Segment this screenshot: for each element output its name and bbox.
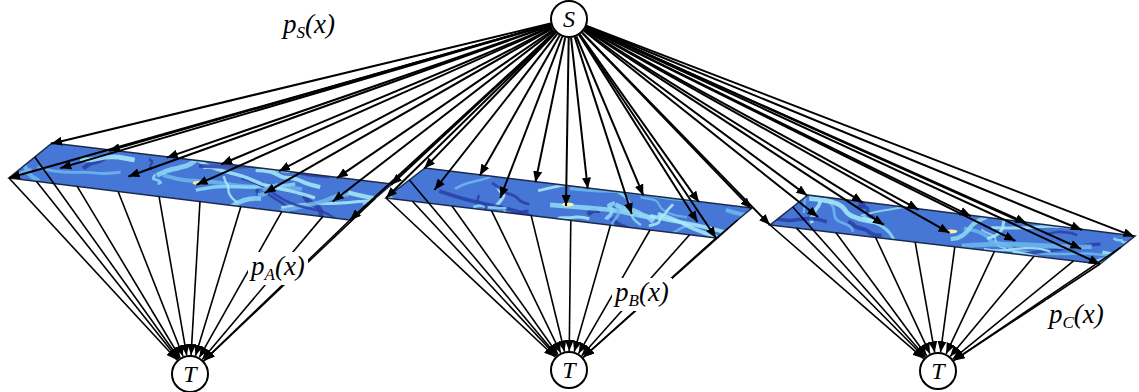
- source-ray: [584, 31, 818, 217]
- density-label: pA(x): [248, 252, 308, 285]
- node-letter: T: [931, 359, 944, 383]
- source-ray: [9, 24, 551, 178]
- detector-ray: [35, 157, 179, 359]
- flow-texture: [763, 183, 1139, 280]
- detector-ray: [954, 247, 1121, 360]
- detector-ray: [9, 178, 177, 360]
- source-ray: [580, 35, 716, 238]
- detector-ray: [950, 256, 1034, 356]
- source-ray: [575, 37, 632, 214]
- node-letter: S: [563, 7, 575, 31]
- source-ray: [585, 29, 884, 225]
- terminal-circle: T: [919, 352, 957, 390]
- density-label: pB(x): [612, 278, 672, 311]
- source-ray: [587, 26, 1135, 237]
- source-ray: [128, 25, 551, 176]
- detector-ray: [452, 206, 558, 355]
- node-letter: T: [562, 358, 575, 382]
- source-ray: [582, 33, 770, 225]
- detector-ray: [492, 211, 561, 353]
- detector-ray: [569, 220, 571, 351]
- source-ray: [535, 38, 565, 183]
- source-ray: [386, 32, 555, 198]
- detector-ray: [412, 201, 556, 356]
- source-ray: [424, 33, 556, 169]
- detector-ray: [796, 228, 924, 357]
- terminal-circle: S: [550, 0, 588, 38]
- detector-ray: [941, 247, 955, 352]
- node-letter: T: [183, 362, 196, 386]
- detector-ray: [202, 217, 322, 360]
- detector-ray: [386, 198, 555, 357]
- source-ray: [586, 27, 1081, 249]
- source-ray: [586, 28, 950, 233]
- terminal-circle: T: [550, 351, 588, 389]
- plane-outline: [386, 168, 752, 238]
- detector-ray: [876, 237, 930, 353]
- detector-ray: [191, 202, 200, 356]
- source-ray: [586, 27, 1015, 240]
- detector-ray: [159, 196, 187, 355]
- ray-lines: [9, 23, 1134, 360]
- source-ray: [197, 27, 552, 185]
- source-ray: [571, 38, 588, 189]
- detector-ray: [582, 235, 690, 356]
- source-ray: [350, 32, 555, 220]
- source-ray: [586, 27, 1100, 264]
- source-ray: [500, 37, 562, 198]
- detector-ray: [574, 225, 610, 352]
- detector-ray: [793, 207, 926, 357]
- detector-ray: [953, 261, 1074, 359]
- detector-ray: [204, 198, 375, 361]
- detector-ray: [409, 180, 556, 355]
- detector-ray: [196, 207, 241, 356]
- detector-ray: [915, 242, 934, 352]
- source-ray: [279, 28, 552, 171]
- source-ray: [434, 34, 557, 190]
- detector-ray: [77, 186, 180, 357]
- density-label: pC(x): [1046, 300, 1107, 333]
- detector-ray: [36, 181, 178, 359]
- source-ray: [587, 26, 1082, 230]
- terminal-circle: T: [171, 355, 209, 392]
- source-ray: [566, 38, 569, 206]
- source-ray: [333, 31, 554, 202]
- source-ray: [265, 28, 553, 193]
- detector-ray: [531, 216, 564, 352]
- source-ray: [480, 36, 560, 176]
- density-label: pS(x): [280, 10, 338, 43]
- plane-outline: [9, 143, 392, 220]
- detector-ray: [946, 252, 994, 354]
